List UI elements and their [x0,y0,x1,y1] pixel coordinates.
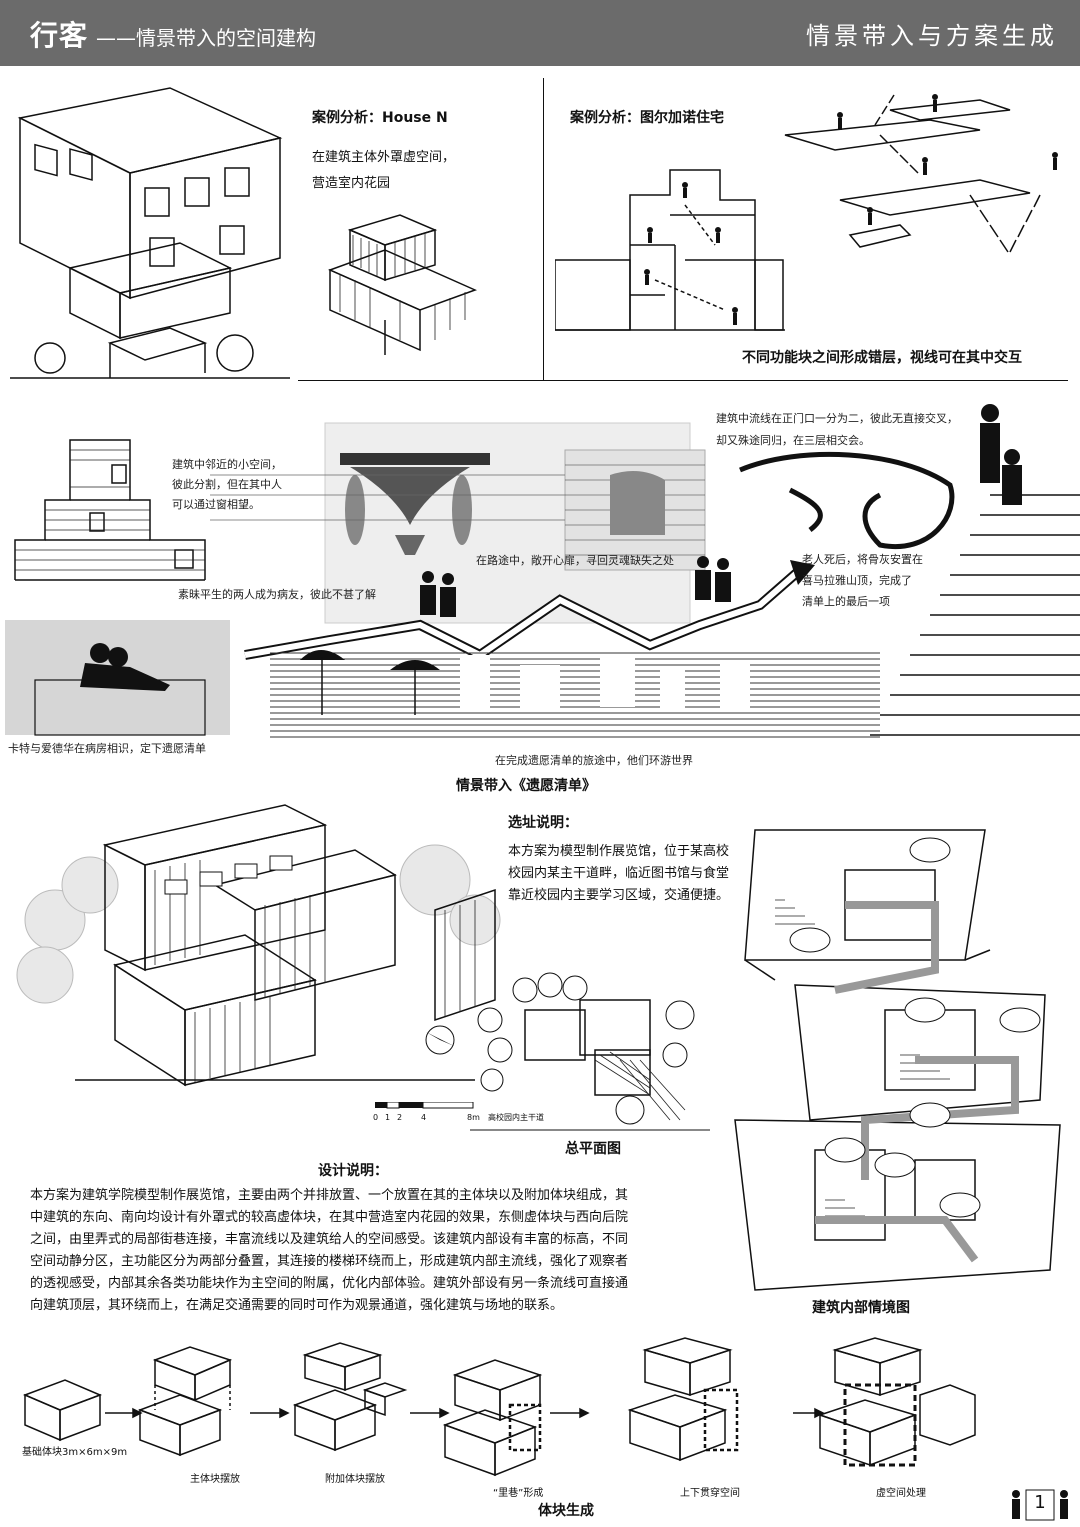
design-line: 空间动静分区，主功能区分为两部分叠置，其连接的楼梯环绕而上，形成建筑内部主流线，… [30,1254,629,1269]
massing-step-1: 基础体块3m×6m×9m [22,1447,128,1458]
main-perspective [16,804,501,1087]
design-line: 的透视感受，内部其余各类功能块作为主空间的附属，优化内部体验。建筑外部设有另一条… [30,1276,629,1291]
scale-tick: 0 [373,1113,379,1122]
page-title: 行客 [30,19,89,52]
interior-caption: 建筑内部情境图 [812,1300,910,1316]
note-small-space-1: 建筑中邻近的小空间， [172,458,282,471]
site-text-1: 本方案为模型制作展览馆，位于某高校 [508,844,730,859]
case1-desc-2: 营造室内花园 [312,176,391,191]
case1-title: 案例分析：House N [312,110,448,126]
top-divider [298,380,1068,381]
design-line: 向建筑顶层，其环绕而上，在满足交通需要的同时可作为观景通道，强化建筑与场地的联系… [30,1298,564,1313]
massing-step-6: 虚空间处理 [876,1488,926,1499]
massing-diagram [22,1337,976,1477]
scale-ticks: 0 1 2 4 8m [373,1113,503,1125]
scale-tick: 4 [421,1113,427,1122]
note-small-space-2: 彼此分割，但在其中人 [172,478,282,491]
section-title: 情景带入与方案生成 [806,22,1058,50]
story-illustration [5,404,1080,738]
road-label: 高校园内主干道 [488,1113,544,1122]
page-number: 1 [1034,1492,1046,1513]
house-n-massing [327,214,478,355]
scale-tick: 1 [385,1113,391,1122]
scale-tick: 8m [467,1113,480,1122]
case1-desc-1: 在建筑主体外罩虚空间， [312,150,456,165]
story-caption: 情景带入《遗愿清单》 [456,778,596,794]
massing-step-5: 上下贯穿空间 [680,1488,740,1499]
scale-bar [375,1102,474,1109]
case2-title: 案例分析：图尔加诺住宅 [570,110,724,126]
note-travel: 在完成遗愿清单的旅途中，他们环游世界 [495,754,693,767]
case-divider [543,78,544,380]
site-plan [470,972,710,1131]
scale-tick: 2 [397,1113,403,1122]
massing-step-3: 附加体块摆放 [325,1474,385,1485]
site-text-2: 校园内某主干道畔，临近图书馆与食堂 [508,866,730,881]
note-strangers: 素昧平生的两人成为病友，彼此不甚了解 [178,588,376,601]
north-arrow [425,1025,455,1055]
design-line: 中建筑的东向、南向均设计有外罩式的较高虚体块，在其中营造室内花园的效果，东侧虚体… [30,1210,629,1225]
design-title: 设计说明： [318,1163,388,1179]
site-text-3: 靠近校园内主要学习区域，交通便捷。 [508,888,730,903]
note-small-space-3: 可以通过窗相望。 [172,498,260,511]
case2-note: 不同功能块之间形成错层，视线可在其中交互 [742,350,1022,366]
site-title: 选址说明： [508,815,578,831]
design-text: 本方案为建筑学院模型制作展览馆，主要由两个并排放置、一个放置在其的主体块以及附加… [30,1185,730,1317]
note-flow-1: 建筑中流线在正门口一分为二，彼此无直接交叉， [716,412,958,425]
page-subtitle: ——情景带入的空间建构 [96,26,316,50]
interior-perspective [734,829,1061,1291]
note-hospital: 卡特与爱德华在病房相识，定下遗愿清单 [8,742,206,755]
design-line: 本方案为建筑学院模型制作展览馆，主要由两个并排放置、一个放置在其的主体块以及附加… [30,1188,629,1203]
note-old-3: 清单上的最后一项 [802,595,890,608]
header-bar: 行客 ——情景带入的空间建构 情景带入与方案生成 [0,0,1080,66]
massing-step-2: 主体块摆放 [190,1474,240,1485]
turgano-stair-sketch [784,94,1058,253]
note-old-1: 老人死后，将骨灰安置在 [802,553,923,566]
note-road: 在路途中，敞开心扉，寻回灵魂缺失之处 [476,554,674,567]
note-old-2: 喜马拉雅山顶，完成了 [802,574,912,587]
massing-caption: 体块生成 [538,1503,594,1519]
plan-caption: 总平面图 [565,1141,621,1157]
note-flow-2: 却又殊途同归，在三层相交会。 [716,434,870,447]
massing-step-4: “里巷”形成 [493,1488,544,1499]
page-badge [1012,1489,1068,1521]
turgano-section [555,169,785,331]
design-line: 之间，由里弄式的局部街巷连接，丰富流线以及建筑给人的空间感受。该建筑内部设有丰富… [30,1232,629,1247]
house-n-sketch [10,87,290,379]
